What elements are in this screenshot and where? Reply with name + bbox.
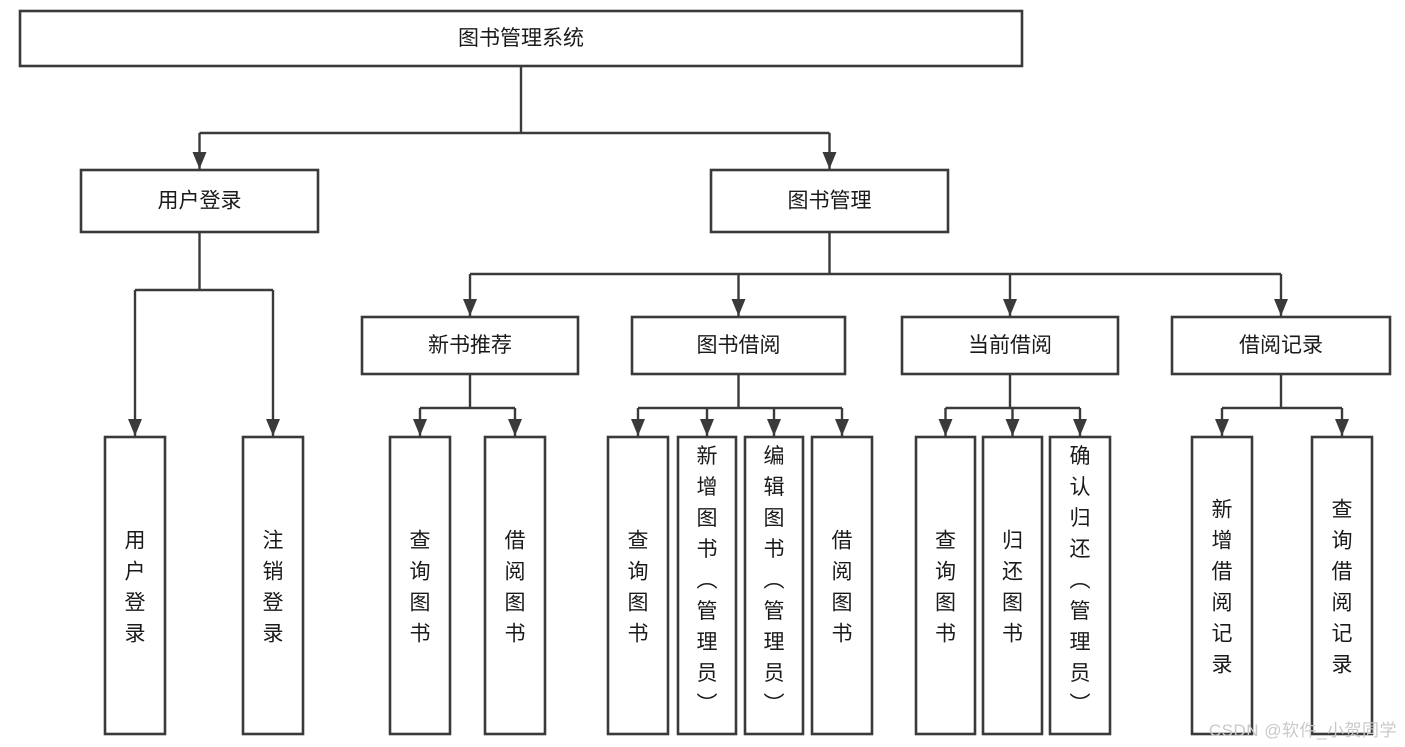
leaf-node-leaf-add-book-rect <box>676 435 738 736</box>
node-user-login-label: 用户登录 <box>158 190 242 213</box>
leaf-node-leaf-query-book-2-rect <box>606 435 670 736</box>
leaf-node-leaf-edit-book-label: 编辑图书︵管理员︶ <box>764 445 785 716</box>
leaf-node-leaf-edit-book-rect <box>743 435 805 736</box>
arrow-head-icon <box>835 419 849 436</box>
arrow-head-icon <box>413 419 427 436</box>
leaf-node-leaf-user-logout[interactable]: 注销登录 <box>241 435 305 736</box>
node-book-management-label: 图书管理 <box>788 190 872 213</box>
arrow-head-icon <box>1003 299 1017 316</box>
leaf-node-leaf-borrow-book-1[interactable]: 借阅图书 <box>483 435 547 736</box>
node-book-management[interactable]: 图书管理 <box>709 168 950 234</box>
leaf-node-leaf-query-record-label: 查询借阅记录 <box>1332 499 1353 677</box>
node-book-management-rect <box>709 168 950 234</box>
leaf-node-leaf-user-logout-label: 注销登录 <box>263 530 284 646</box>
arrow-head-icon <box>731 299 746 316</box>
leaf-node-leaf-borrow-book-1-rect <box>483 435 547 736</box>
root-node-book-management-system-rect <box>18 9 1024 68</box>
leaf-node-leaf-add-record-rect <box>1190 435 1254 736</box>
leaf-node-leaf-query-book-3-label: 查询图书 <box>935 530 956 646</box>
leaf-node-leaf-add-book-label: 新增图书︵管理员︶ <box>697 445 718 716</box>
connector-layer <box>128 66 1349 436</box>
leaf-node-leaf-return-book[interactable]: 归还图书 <box>981 435 1044 736</box>
leaf-node-leaf-query-book-1-rect <box>388 435 452 736</box>
arrow-head-icon <box>631 419 645 436</box>
leaf-node-leaf-query-record[interactable]: 查询借阅记录 <box>1310 435 1374 736</box>
arrow-head-icon <box>938 419 953 436</box>
arrow-head-icon <box>1335 419 1349 436</box>
leaf-node-leaf-add-book[interactable]: 新增图书︵管理员︶ <box>676 435 738 736</box>
leaf-node-leaf-return-book-label: 归还图书 <box>1002 530 1023 646</box>
arrow-head-icon <box>700 419 714 436</box>
leaf-node-leaf-user-login-label: 用户登录 <box>125 530 146 646</box>
node-user-login[interactable]: 用户登录 <box>79 168 320 234</box>
leaf-node-leaf-user-login-rect <box>103 435 167 736</box>
arrow-head-icon <box>463 299 477 316</box>
arrow-head-icon <box>192 152 207 169</box>
node-book-borrow-rect <box>630 315 847 376</box>
arrow-head-icon <box>1073 419 1087 436</box>
leaf-node-leaf-query-book-1-label: 查询图书 <box>410 530 431 646</box>
leaf-node-leaf-add-record-label: 新增借阅记录 <box>1212 499 1233 677</box>
node-book-borrow-label: 图书借阅 <box>697 334 781 357</box>
leaf-node-leaf-query-book-2-label: 查询图书 <box>628 530 649 646</box>
leaf-node-leaf-query-book-1[interactable]: 查询图书 <box>388 435 452 736</box>
arrow-head-icon <box>266 419 280 436</box>
node-current-borrow-label: 当前借阅 <box>968 334 1052 357</box>
leaf-node-leaf-confirm-return[interactable]: 确认归还︵管理员︶ <box>1048 435 1112 736</box>
node-borrow-record-rect <box>1170 315 1392 376</box>
leaf-node-leaf-confirm-return-rect <box>1048 435 1112 736</box>
leaf-node-leaf-borrow-book-1-label: 借阅图书 <box>505 530 526 646</box>
root-node-book-management-system[interactable]: 图书管理系统 <box>18 9 1024 68</box>
leaf-node-leaf-borrow-book-2-rect <box>810 435 874 736</box>
leaf-node-leaf-confirm-return-label: 确认归还︵管理员︶ <box>1070 445 1091 716</box>
node-current-borrow[interactable]: 当前借阅 <box>900 315 1120 376</box>
node-user-login-rect <box>79 168 320 234</box>
leaf-node-leaf-query-book-3[interactable]: 查询图书 <box>914 435 977 736</box>
arrow-head-icon <box>128 419 142 436</box>
node-layer: 图书管理系统用户登录图书管理用户登录注销登录新书推荐查询图书借阅图书图书借阅查询… <box>18 9 1392 736</box>
node-current-borrow-rect <box>900 315 1120 376</box>
leaf-node-leaf-add-record[interactable]: 新增借阅记录 <box>1190 435 1254 736</box>
leaf-node-leaf-user-login[interactable]: 用户登录 <box>103 435 167 736</box>
arrow-head-icon <box>508 419 522 436</box>
leaf-node-leaf-query-book-3-rect <box>914 435 977 736</box>
leaf-node-leaf-borrow-book-2-label: 借阅图书 <box>832 530 853 646</box>
node-borrow-record[interactable]: 借阅记录 <box>1170 315 1392 376</box>
node-book-borrow[interactable]: 图书借阅 <box>630 315 847 376</box>
arrow-head-icon <box>1274 299 1288 316</box>
leaf-node-leaf-edit-book[interactable]: 编辑图书︵管理员︶ <box>743 435 805 736</box>
node-borrow-record-label: 借阅记录 <box>1239 334 1323 357</box>
node-new-book-recommend[interactable]: 新书推荐 <box>360 315 580 376</box>
leaf-node-leaf-query-book-2[interactable]: 查询图书 <box>606 435 670 736</box>
arrow-head-icon <box>1215 419 1229 436</box>
arrow-head-icon <box>822 152 837 169</box>
leaf-node-leaf-query-record-rect <box>1310 435 1374 736</box>
node-new-book-recommend-label: 新书推荐 <box>428 334 512 357</box>
leaf-node-leaf-user-logout-rect <box>241 435 305 736</box>
leaf-node-leaf-return-book-rect <box>981 435 1044 736</box>
leaf-node-leaf-borrow-book-2[interactable]: 借阅图书 <box>810 435 874 736</box>
arrow-head-icon <box>767 419 781 436</box>
arrow-head-icon <box>1005 419 1020 436</box>
root-node-book-management-system-label: 图书管理系统 <box>458 27 584 50</box>
node-new-book-recommend-rect <box>360 315 580 376</box>
